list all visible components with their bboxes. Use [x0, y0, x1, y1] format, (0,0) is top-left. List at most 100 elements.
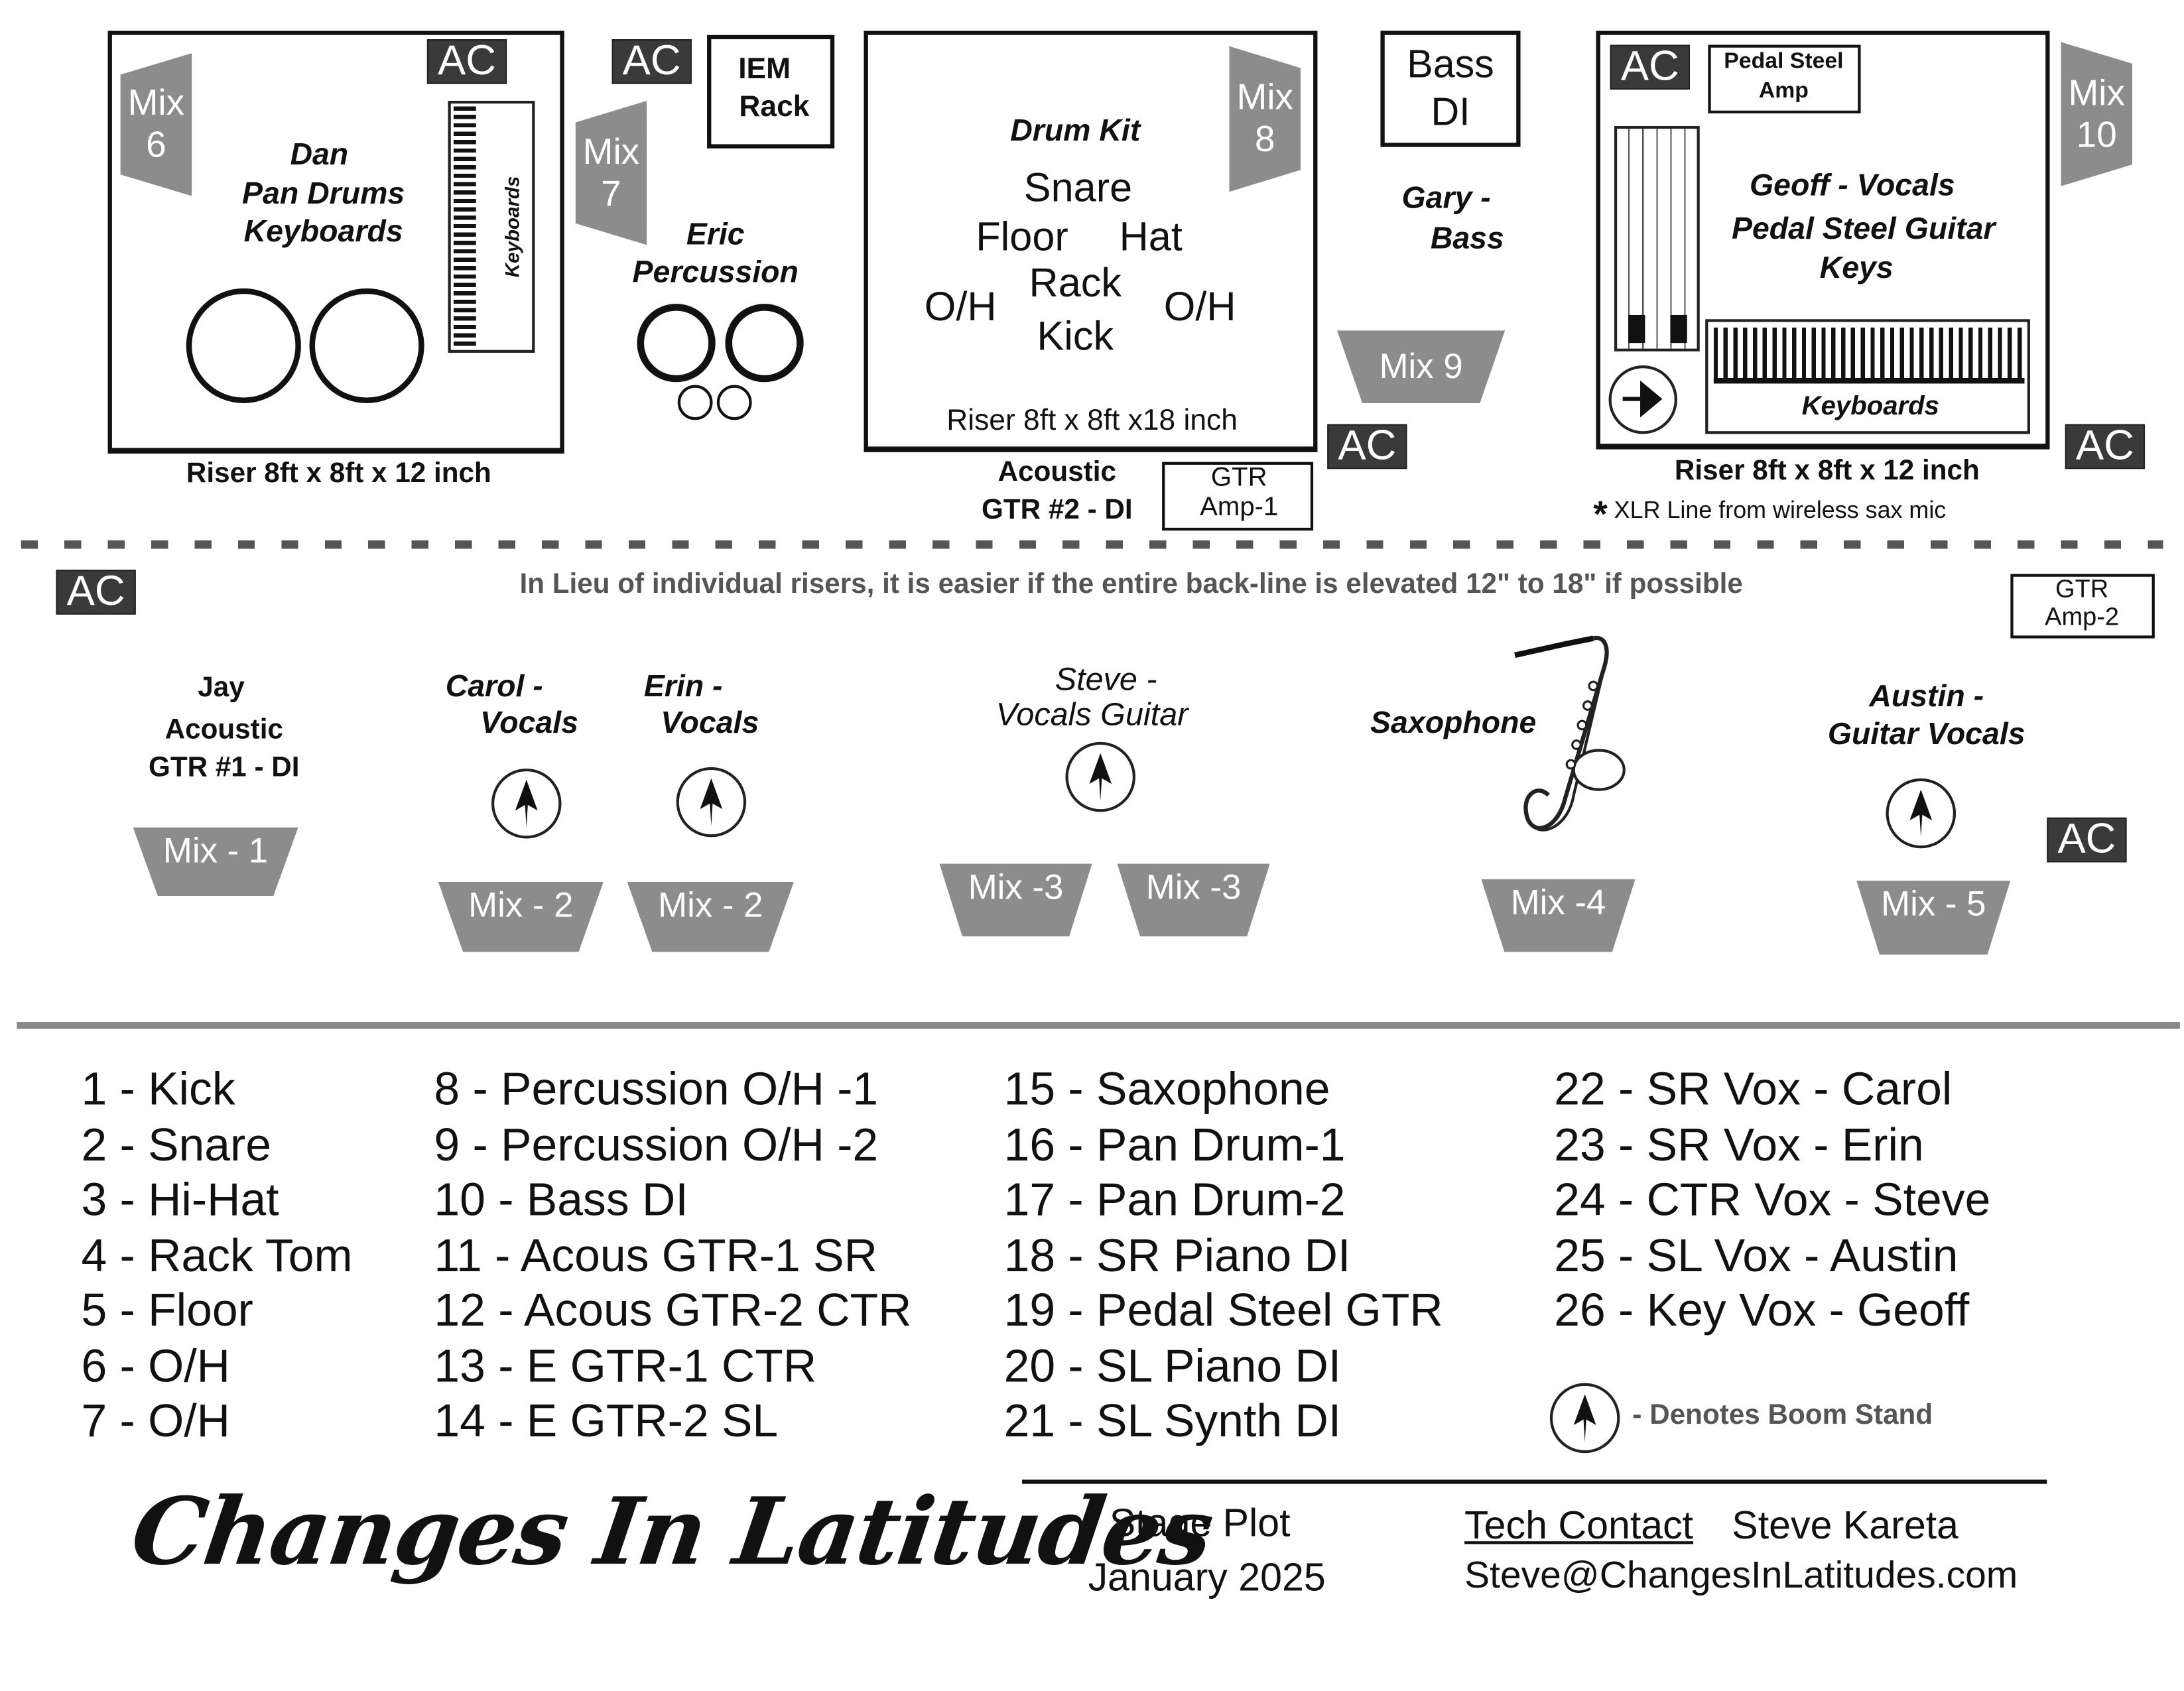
xlr-note: * XLR Line from wireless sax mic	[1593, 493, 1946, 536]
monitor-mix-2: Mix - 2	[438, 881, 604, 952]
monitor-mix-9: Mix 9	[1337, 330, 1506, 403]
input-channel: 11 - Acous GTR-1 SR	[434, 1228, 877, 1281]
musician-name: Dan	[290, 136, 349, 172]
input-channel: 10 - Bass DI	[434, 1173, 688, 1225]
input-channel: 2 - Snare	[81, 1117, 272, 1170]
mix-number: 7	[601, 171, 621, 214]
ac-outlet: AC	[2047, 817, 2127, 863]
saxophone-label: Saxophone	[1370, 704, 1537, 740]
drum-floor: Floor	[976, 215, 1068, 261]
tech-contact-label: Tech Contact	[1464, 1503, 1694, 1547]
riser-label: Riser 8ft x 8ft x18 inch	[946, 405, 1238, 437]
drum-kick: Kick	[1037, 314, 1114, 360]
boom-stand-icon	[1886, 778, 1957, 849]
pan-drum-icon	[309, 288, 424, 403]
keyboard-label: Keyboards	[1801, 392, 1939, 422]
amp-label: Amp-1	[1200, 493, 1279, 523]
instrument-label: Pedal Steel Guitar	[1731, 210, 1996, 246]
musician-name: Erin -	[643, 668, 723, 704]
input-channel: 8 - Percussion O/H -1	[434, 1062, 879, 1115]
drum-hat: Hat	[1119, 215, 1183, 261]
riser-label: Riser 8ft x 8ft x 12 inch	[186, 458, 491, 489]
bongo-icon	[677, 385, 713, 420]
bass-di-label: DI	[1431, 90, 1470, 134]
pedal-steel-icon	[1614, 125, 1700, 351]
input-channel: 15 - Saxophone	[1003, 1062, 1330, 1115]
monitor-mix-3: Mix -3	[1117, 863, 1270, 937]
input-channel: 26 - Key Vox - Geoff	[1554, 1283, 1970, 1336]
legend-text: - Denotes Boom Stand	[1632, 1400, 1933, 1431]
boom-stand-icon	[491, 768, 562, 839]
footer-rule	[1022, 1479, 2047, 1484]
instrument-label: Vocals	[661, 704, 759, 740]
instrument-label: Percussion	[632, 254, 799, 289]
instrument-label: Guitar Vocals	[1827, 716, 2025, 751]
input-channel: 21 - SL Synth DI	[1003, 1394, 1342, 1446]
musician-name: Geoff - Vocals	[1749, 167, 1955, 202]
mix-number: 6	[146, 123, 166, 166]
ac-outlet: AC	[426, 39, 507, 84]
monitor-mix-4: Mix -4	[1481, 879, 1636, 952]
input-channel: 22 - SR Vox - Carol	[1554, 1062, 1953, 1115]
input-channel: 13 - E GTR-1 CTR	[434, 1339, 817, 1391]
amp-label: Amp	[1758, 79, 1809, 103]
plot-date: January 2025	[1088, 1555, 1326, 1599]
keyboard-icon: Keyboards	[1705, 319, 2030, 434]
amp-label: GTR	[2055, 574, 2109, 603]
gtr-amp-2	[2010, 574, 2155, 639]
arrow-right-icon	[1608, 365, 1677, 434]
input-channel: 3 - Hi-Hat	[81, 1173, 279, 1225]
musician-name: Eric	[686, 216, 745, 251]
instrument-label: Acoustic	[164, 714, 283, 746]
mix-number: 10	[2076, 112, 2117, 155]
plot-title: Stage Plot	[1109, 1501, 1291, 1545]
drum-oh-right: O/H	[1163, 285, 1236, 330]
keyboard-icon: Keyboards	[448, 100, 535, 353]
drum-snare: Snare	[1023, 166, 1133, 212]
drum-oh-left: O/H	[924, 285, 997, 330]
riser-label: Riser 8ft x 8ft x 12 inch	[1674, 456, 1980, 487]
mix-label: Mix	[582, 129, 640, 172]
input-channel: 14 - E GTR-2 SL	[434, 1394, 779, 1446]
mix-label: Mix	[1236, 76, 1293, 118]
musician-name: Steve -	[1055, 660, 1157, 698]
input-channel: 25 - SL Vox - Austin	[1554, 1228, 1959, 1281]
band-logo: Changes In Latitudes	[125, 1477, 1219, 1586]
pan-drum-icon	[186, 288, 301, 403]
amp-label: GTR	[1210, 463, 1267, 493]
instrument-label: Pan Drums	[242, 175, 405, 211]
gtr-amp-1	[1162, 462, 1314, 531]
bass-di	[1380, 31, 1521, 147]
instrument-label: GTR #1 - DI	[148, 752, 300, 784]
input-channel: 20 - SL Piano DI	[1003, 1339, 1342, 1391]
input-channel: 9 - Percussion O/H -2	[434, 1117, 879, 1170]
boom-stand-icon	[1065, 741, 1136, 812]
input-channel: 1 - Kick	[81, 1062, 235, 1115]
asterisk-icon: *	[1593, 493, 1608, 535]
drum-kit-title: Drum Kit	[1010, 112, 1141, 148]
monitor-mix-1: Mix - 1	[133, 827, 298, 897]
amp-label: Pedal Steel	[1724, 50, 1844, 74]
musician-name: Jay	[198, 672, 245, 704]
instrument-label: Bass	[1430, 220, 1504, 256]
input-channel: 24 - CTR Vox - Steve	[1554, 1173, 1991, 1225]
instrument-label: Vocals Guitar	[996, 696, 1188, 732]
xlr-note-text: XLR Line from wireless sax mic	[1614, 497, 1947, 524]
tech-contact-email[interactable]: Steve@ChangesInLatitudes.com	[1464, 1554, 2018, 1596]
monitor-mix-3: Mix -3	[939, 863, 1092, 937]
input-channel: 17 - Pan Drum-2	[1003, 1173, 1346, 1225]
iem-label: IEM	[738, 53, 791, 86]
dashed-divider	[21, 540, 2163, 549]
input-channel: 5 - Floor	[81, 1283, 253, 1336]
musician-name: Gary -	[1401, 180, 1491, 215]
iem-label: Rack	[739, 91, 810, 123]
backline-note: In Lieu of individual risers, it is easi…	[519, 569, 1743, 600]
input-channel: 12 - Acous GTR-2 CTR	[434, 1283, 912, 1336]
pedal-steel-amp	[1708, 44, 1861, 113]
acoustic-gtr2-label: GTR #2 - DI	[982, 495, 1133, 526]
ac-outlet: AC	[1327, 424, 1407, 470]
input-channel: 7 - O/H	[81, 1394, 230, 1446]
